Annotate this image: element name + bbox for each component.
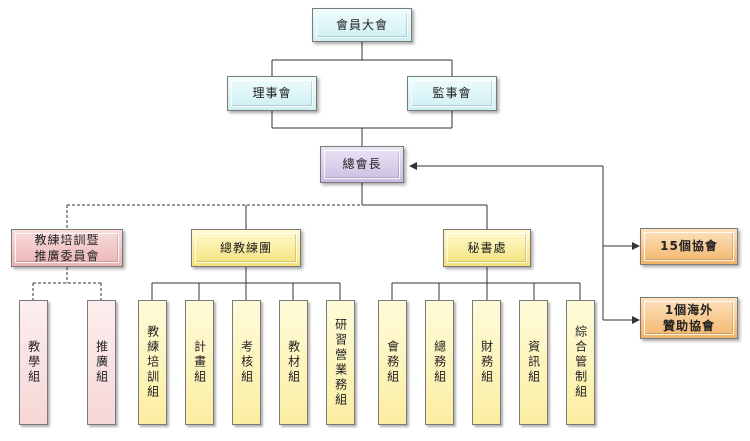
associations-label: 15個協會 bbox=[660, 239, 718, 254]
committee-group-promotion: 推廣組 bbox=[87, 300, 116, 425]
president-label: 總會長 bbox=[342, 157, 382, 172]
committee-group-label: 推廣組 bbox=[94, 340, 109, 385]
president-box: 總會長 bbox=[320, 146, 404, 183]
secretariat-group-affairs: 會務組 bbox=[378, 300, 407, 425]
board-of-directors-label: 理事會 bbox=[252, 86, 292, 101]
committee-box: 教練培訓暨 推廣委員會 bbox=[11, 229, 123, 267]
secretariat-group-label: 會務組 bbox=[385, 340, 400, 385]
secretariat-group-finance: 財務組 bbox=[472, 300, 501, 425]
board-of-supervisors-box: 監事會 bbox=[407, 76, 497, 111]
coach-corps-box: 總教練團 bbox=[191, 229, 301, 267]
coach-group-workshop: 研習營業務組 bbox=[326, 300, 355, 425]
committee-label: 教練培訓暨 推廣委員會 bbox=[34, 232, 100, 263]
coach-corps-label: 總教練團 bbox=[219, 240, 272, 255]
board-of-supervisors-label: 監事會 bbox=[432, 86, 472, 101]
secretariat-group-label: 總務組 bbox=[432, 340, 447, 385]
secretariat-group-label: 資訊組 bbox=[526, 340, 541, 385]
coach-group-label: 教材組 bbox=[286, 340, 301, 385]
secretariat-group-information: 資訊組 bbox=[519, 300, 548, 425]
secretariat-box: 秘書處 bbox=[443, 229, 531, 267]
coach-group-planning: 計畫組 bbox=[185, 300, 214, 425]
coach-group-label: 考核組 bbox=[239, 340, 254, 385]
coach-group-training: 教練培訓組 bbox=[138, 300, 167, 425]
coach-group-materials: 教材組 bbox=[279, 300, 308, 425]
committee-group-teaching: 教學組 bbox=[19, 300, 48, 425]
secretariat-group-label: 財務組 bbox=[479, 340, 494, 385]
general-assembly-box: 會員大會 bbox=[312, 8, 412, 42]
committee-group-label: 教學組 bbox=[26, 340, 41, 385]
coach-group-label: 教練培訓組 bbox=[145, 325, 160, 400]
secretariat-group-control: 綜合管制組 bbox=[566, 300, 595, 425]
secretariat-group-general: 總務組 bbox=[425, 300, 454, 425]
general-assembly-label: 會員大會 bbox=[335, 17, 388, 32]
secretariat-group-label: 綜合管制組 bbox=[573, 325, 588, 400]
secretariat-label: 秘書處 bbox=[467, 240, 507, 255]
associations-box: 15個協會 bbox=[640, 228, 738, 265]
coach-group-assessment: 考核組 bbox=[232, 300, 261, 425]
overseas-association-label: 1個海外 贊助協會 bbox=[662, 302, 715, 333]
board-of-directors-box: 理事會 bbox=[227, 76, 317, 111]
coach-group-label: 研習營業務組 bbox=[333, 317, 348, 408]
coach-group-label: 計畫組 bbox=[192, 340, 207, 385]
overseas-association-box: 1個海外 贊助協會 bbox=[640, 297, 738, 339]
